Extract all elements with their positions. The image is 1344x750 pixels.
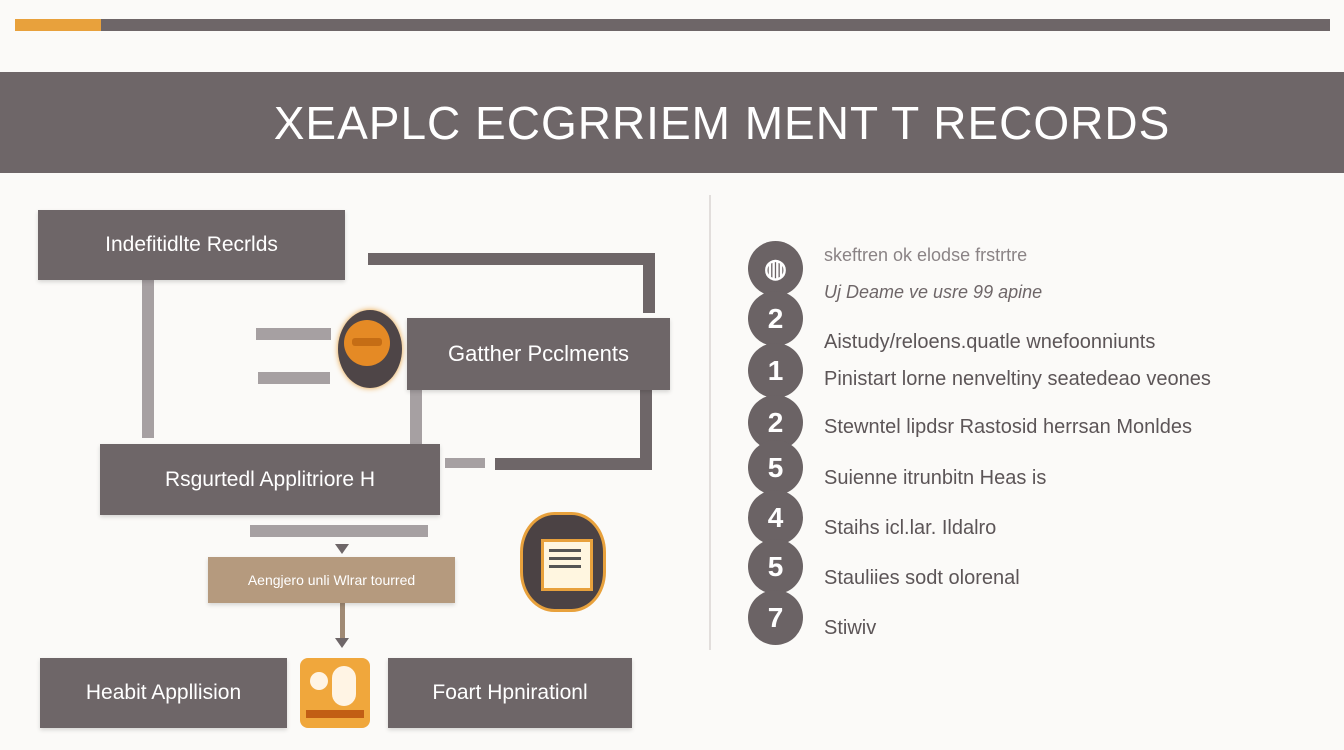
step-indefinite-records: Indefitidlte Recrlds [38, 210, 345, 280]
step-badge: 5 [748, 440, 803, 495]
connector [410, 390, 422, 445]
connector [340, 603, 345, 643]
step-badge: 2 [748, 395, 803, 450]
step-label: Heabit Appllision [85, 681, 242, 704]
step-application: Rsgurtedl Applitriore H [100, 444, 440, 515]
step-habit-application: Heabit Appllision [40, 658, 287, 728]
connector [445, 458, 485, 468]
top-accent-bar [15, 19, 101, 31]
list-item: Uj Deame ve usre 99 apine [824, 282, 1043, 302]
step-label: Foart Hpnirationl [432, 681, 588, 704]
list-item: Stauliies sodt olorenal [824, 567, 1020, 589]
connector [250, 525, 428, 537]
list-item: Suienne itrunbitn Heas is [824, 467, 1047, 489]
list-item: Staihs icl.lar. Ildalro [824, 517, 997, 539]
connector [258, 372, 330, 384]
step-gather-documents: Gatther Pcclments [407, 318, 670, 390]
step-badge: 2 [748, 291, 803, 346]
connector [256, 328, 331, 340]
list-item: Stewntel lipdsr Rastosid herrsan Monldes [824, 416, 1192, 438]
people-icon [300, 658, 370, 728]
step-badge: 4 [748, 490, 803, 545]
connector [495, 458, 652, 470]
arrow-down-icon [335, 638, 349, 648]
step-label: Gatther Pcclments [448, 341, 629, 366]
connector [142, 280, 154, 438]
list-item: Pinistart lorne nenveltiny seatedeao veo… [824, 368, 1211, 390]
step-foart: Foart Hpnirationl [388, 658, 632, 728]
arrow-down-icon [335, 544, 349, 554]
list-item: Stiwiv [824, 617, 877, 639]
divider [709, 195, 711, 650]
list-item: skeftren ok elodse frstrtre [824, 245, 1028, 265]
step-badge: 5 [748, 539, 803, 594]
step-tan: Aengjero unli Wlrar tourred [208, 557, 455, 603]
step-label: Rsgurtedl Applitriore H [164, 467, 376, 491]
title-banner: XEAPLC ECGRRIEM MENT T RECORDS [0, 72, 1344, 173]
step-label: Aengjero unli Wlrar tourred [247, 572, 416, 588]
page-title: XEAPLC ECGRRIEM MENT T RECORDS [273, 96, 1171, 149]
top-dark-bar [101, 19, 1330, 31]
globe-icon: ◍ [748, 241, 803, 296]
document-icon [520, 512, 606, 612]
step-label: Indefitidlte Recrlds [105, 233, 278, 256]
connector [640, 390, 652, 470]
badge-icon [338, 310, 402, 388]
connector [643, 253, 655, 313]
step-badge: 7 [748, 590, 803, 645]
step-badge: 1 [748, 343, 803, 398]
list-item: Aistudy/reloens.quatle wnefoonniunts [824, 331, 1156, 353]
connector [368, 253, 653, 265]
